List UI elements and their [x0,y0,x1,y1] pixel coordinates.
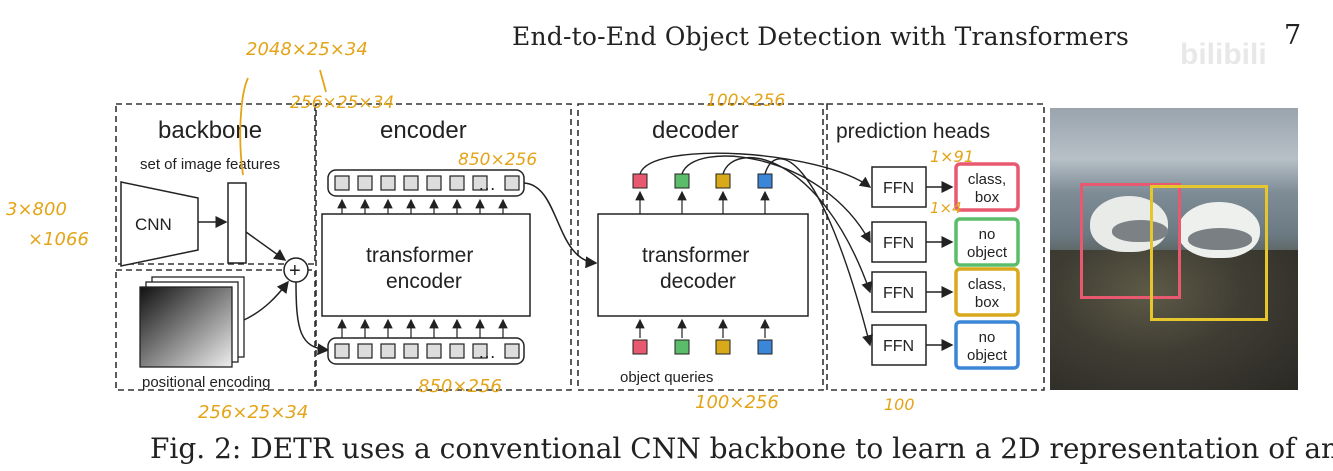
decoder-block-line1: transformer [642,244,749,267]
token [449,175,465,191]
encoder-output-token-group [334,175,520,191]
transformer-encoder-block [321,213,531,317]
annotation-decoder-output: 100×256 [706,91,785,111]
annotation-queries-size: 100×256 [695,392,779,413]
positional-label: positional encoding [142,374,270,391]
cnn-block [120,181,199,267]
token [380,175,396,191]
transformer-decoder-block [597,213,809,317]
token [472,175,488,191]
prediction-output-box [954,267,1020,317]
annotation-class-dim: 1×91 [930,147,974,166]
token [449,343,465,359]
token [504,343,520,359]
detection-box-yellow [1150,185,1268,321]
prediction-line1: no [979,226,996,243]
token [357,343,373,359]
prediction-line1: no [979,329,996,346]
token [380,343,396,359]
token [403,175,419,191]
feature-map [227,182,247,264]
encoder-ellipsis-bottom: … [478,342,496,362]
prediction-line1: class, [968,276,1006,293]
decoder-block-line2: decoder [660,270,736,293]
prediction-line2: box [975,189,1000,206]
decoder-output-embedding [715,173,731,189]
annotation-encoder-output: 850×256 [458,150,537,170]
encoder-title: encoder [380,117,467,144]
watermark: bilibili [1180,38,1267,71]
decoder-section [577,103,824,391]
token [334,343,350,359]
token [426,175,442,191]
token [357,175,373,191]
annotation-input-size-2: ×1066 [28,229,89,250]
token [403,343,419,359]
object-query [632,339,648,355]
token [426,343,442,359]
features-label: set of image features [140,156,280,173]
ffn-label: FFN [883,285,914,302]
annotation-backbone-output: 2048×25×34 [246,39,368,60]
ffn-block [871,221,927,263]
encoder-block-line1: transformer [366,244,473,267]
annotation-encoder-input: 850×256 [418,376,502,397]
decoder-title: decoder [652,117,739,144]
cnn-label: CNN [135,215,172,234]
prediction-line1: class, [968,171,1006,188]
encoder-input-token-group [334,343,520,359]
detection-box-red [1080,183,1181,299]
plus-symbol: + [289,260,301,282]
annotation-projected-features: 256×25×34 [290,93,394,113]
ffn-label: FFN [883,180,914,197]
page-number: 7 [1284,20,1302,51]
figure-caption: Fig. 2: DETR uses a conventional CNN bac… [150,432,1333,465]
ffn-label: FFN [883,235,914,252]
annotation-num-queries: 100 [884,395,915,414]
object-query [715,339,731,355]
prediction-output-box [954,217,1020,267]
annotation-input-size-1: 3×800 [6,199,67,220]
backbone-title: backbone [158,117,262,144]
token [472,343,488,359]
object-queries-label: object queries [620,369,713,386]
heads-section [826,103,1045,391]
ffn-label: FFN [883,338,914,355]
prediction-line2: object [967,347,1008,364]
decoder-output-embedding [674,173,690,189]
encoder-ellipsis-top: … [478,174,496,194]
encoder-block-line2: encoder [386,270,462,293]
object-query [674,339,690,355]
annotation-box-dim: 1×4 [930,199,962,217]
heads-title: prediction heads [836,120,990,143]
object-query [757,339,773,355]
prediction-output-box [954,320,1020,370]
token [504,175,520,191]
running-header-title: End-to-End Object Detection with Transfo… [512,22,1129,51]
prediction-line2: box [975,294,1000,311]
prediction-line2: object [967,244,1008,261]
annotation-positional-size: 256×25×34 [198,402,308,423]
token [334,175,350,191]
positional-encoding-image [139,286,233,368]
detection-example-photo [1050,108,1298,390]
decoder-output-embedding [757,173,773,189]
prediction-output-box [954,162,1020,212]
decoder-output-embedding [632,173,648,189]
